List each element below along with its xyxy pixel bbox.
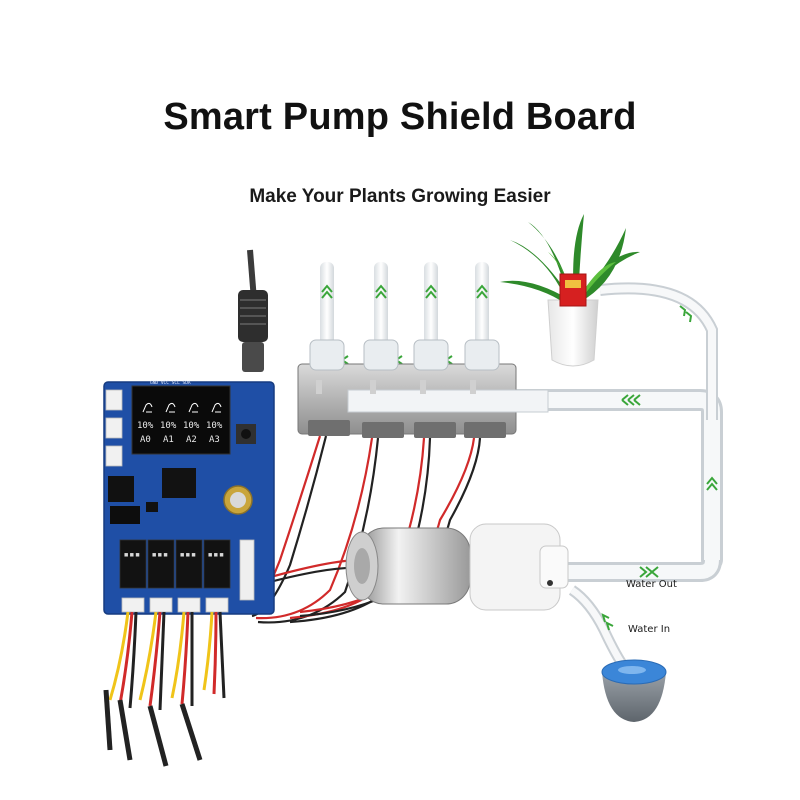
oled-channel: A1 [163, 435, 174, 445]
svg-text:■ ■ ■: ■ ■ ■ [152, 553, 168, 558]
header-pin-label: GND VCC SCL SDA [150, 380, 191, 386]
water-pump [345, 523, 569, 611]
water-out-label: Water Out [626, 579, 677, 590]
oled-percent: 10% [206, 421, 223, 431]
svg-text:■ ■ ■: ■ ■ ■ [208, 553, 224, 558]
pcb-board: GND VCC SCL SDA 10% 10% 10% 10% A0 A1 A2… [103, 380, 275, 615]
sensor-cables [103, 611, 226, 767]
page-title: Smart Pump Shield Board [163, 96, 637, 138]
oled-percent: 10% [183, 421, 200, 431]
water-cup [601, 659, 667, 722]
plant-pot [500, 214, 640, 367]
power-jack [238, 249, 268, 372]
oled-channel: A3 [209, 435, 220, 445]
svg-text:■ ■ ■: ■ ■ ■ [180, 553, 196, 558]
oled-plant-icons [142, 402, 222, 413]
svg-text:■ ■ ■: ■ ■ ■ [124, 553, 140, 558]
page-subtitle: Make Your Plants Growing Easier [249, 186, 551, 207]
solenoid-valves [297, 339, 549, 438]
water-in-label: Water In [628, 624, 670, 635]
oled-percent: 10% [137, 421, 154, 431]
oled-channel: A2 [186, 435, 197, 445]
oled-percent: 10% [160, 421, 177, 431]
oled-channel: A0 [140, 435, 151, 445]
